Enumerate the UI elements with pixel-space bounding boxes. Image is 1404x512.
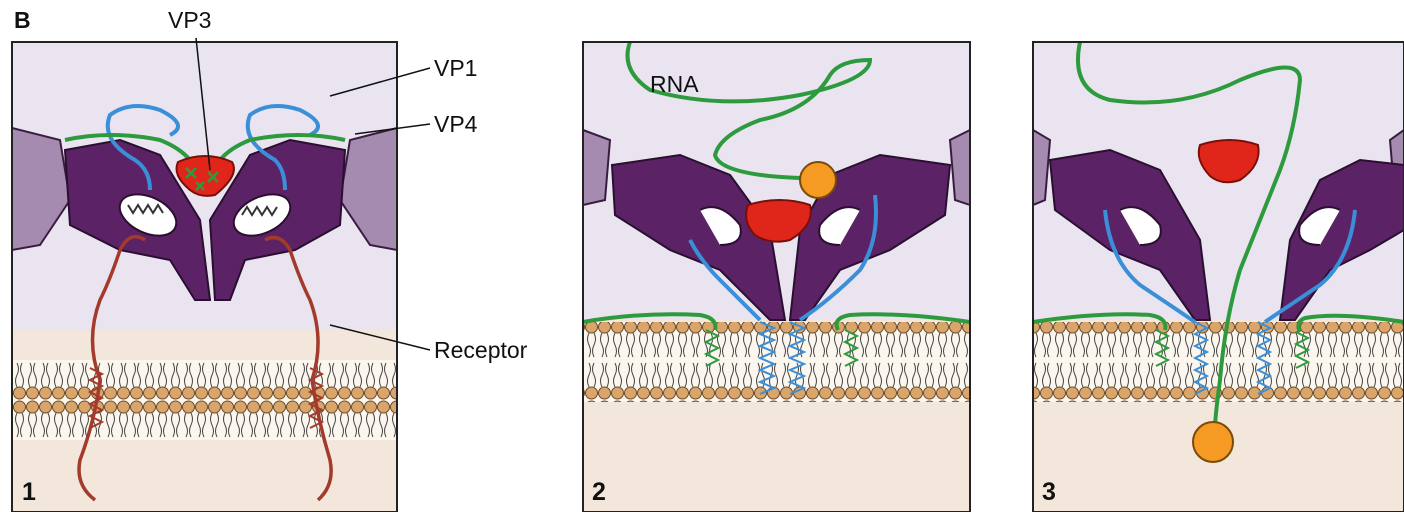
membrane xyxy=(583,322,970,402)
panel-2 xyxy=(583,42,970,512)
label-rna: RNA xyxy=(650,71,699,97)
rna-5prime-end xyxy=(1193,422,1233,462)
membrane xyxy=(12,360,397,440)
label-vp3: VP3 xyxy=(168,7,211,33)
panel-3 xyxy=(1033,42,1404,512)
label-receptor: Receptor xyxy=(434,337,528,363)
label-vp4: VP4 xyxy=(434,111,478,137)
panel-number-1: 1 xyxy=(22,478,36,506)
figure-letter: B xyxy=(14,7,31,33)
panel-number-3: 3 xyxy=(1042,478,1056,506)
rna-5prime-end xyxy=(800,162,836,198)
label-vp1: VP1 xyxy=(434,55,477,81)
panel-number-2: 2 xyxy=(592,478,606,506)
